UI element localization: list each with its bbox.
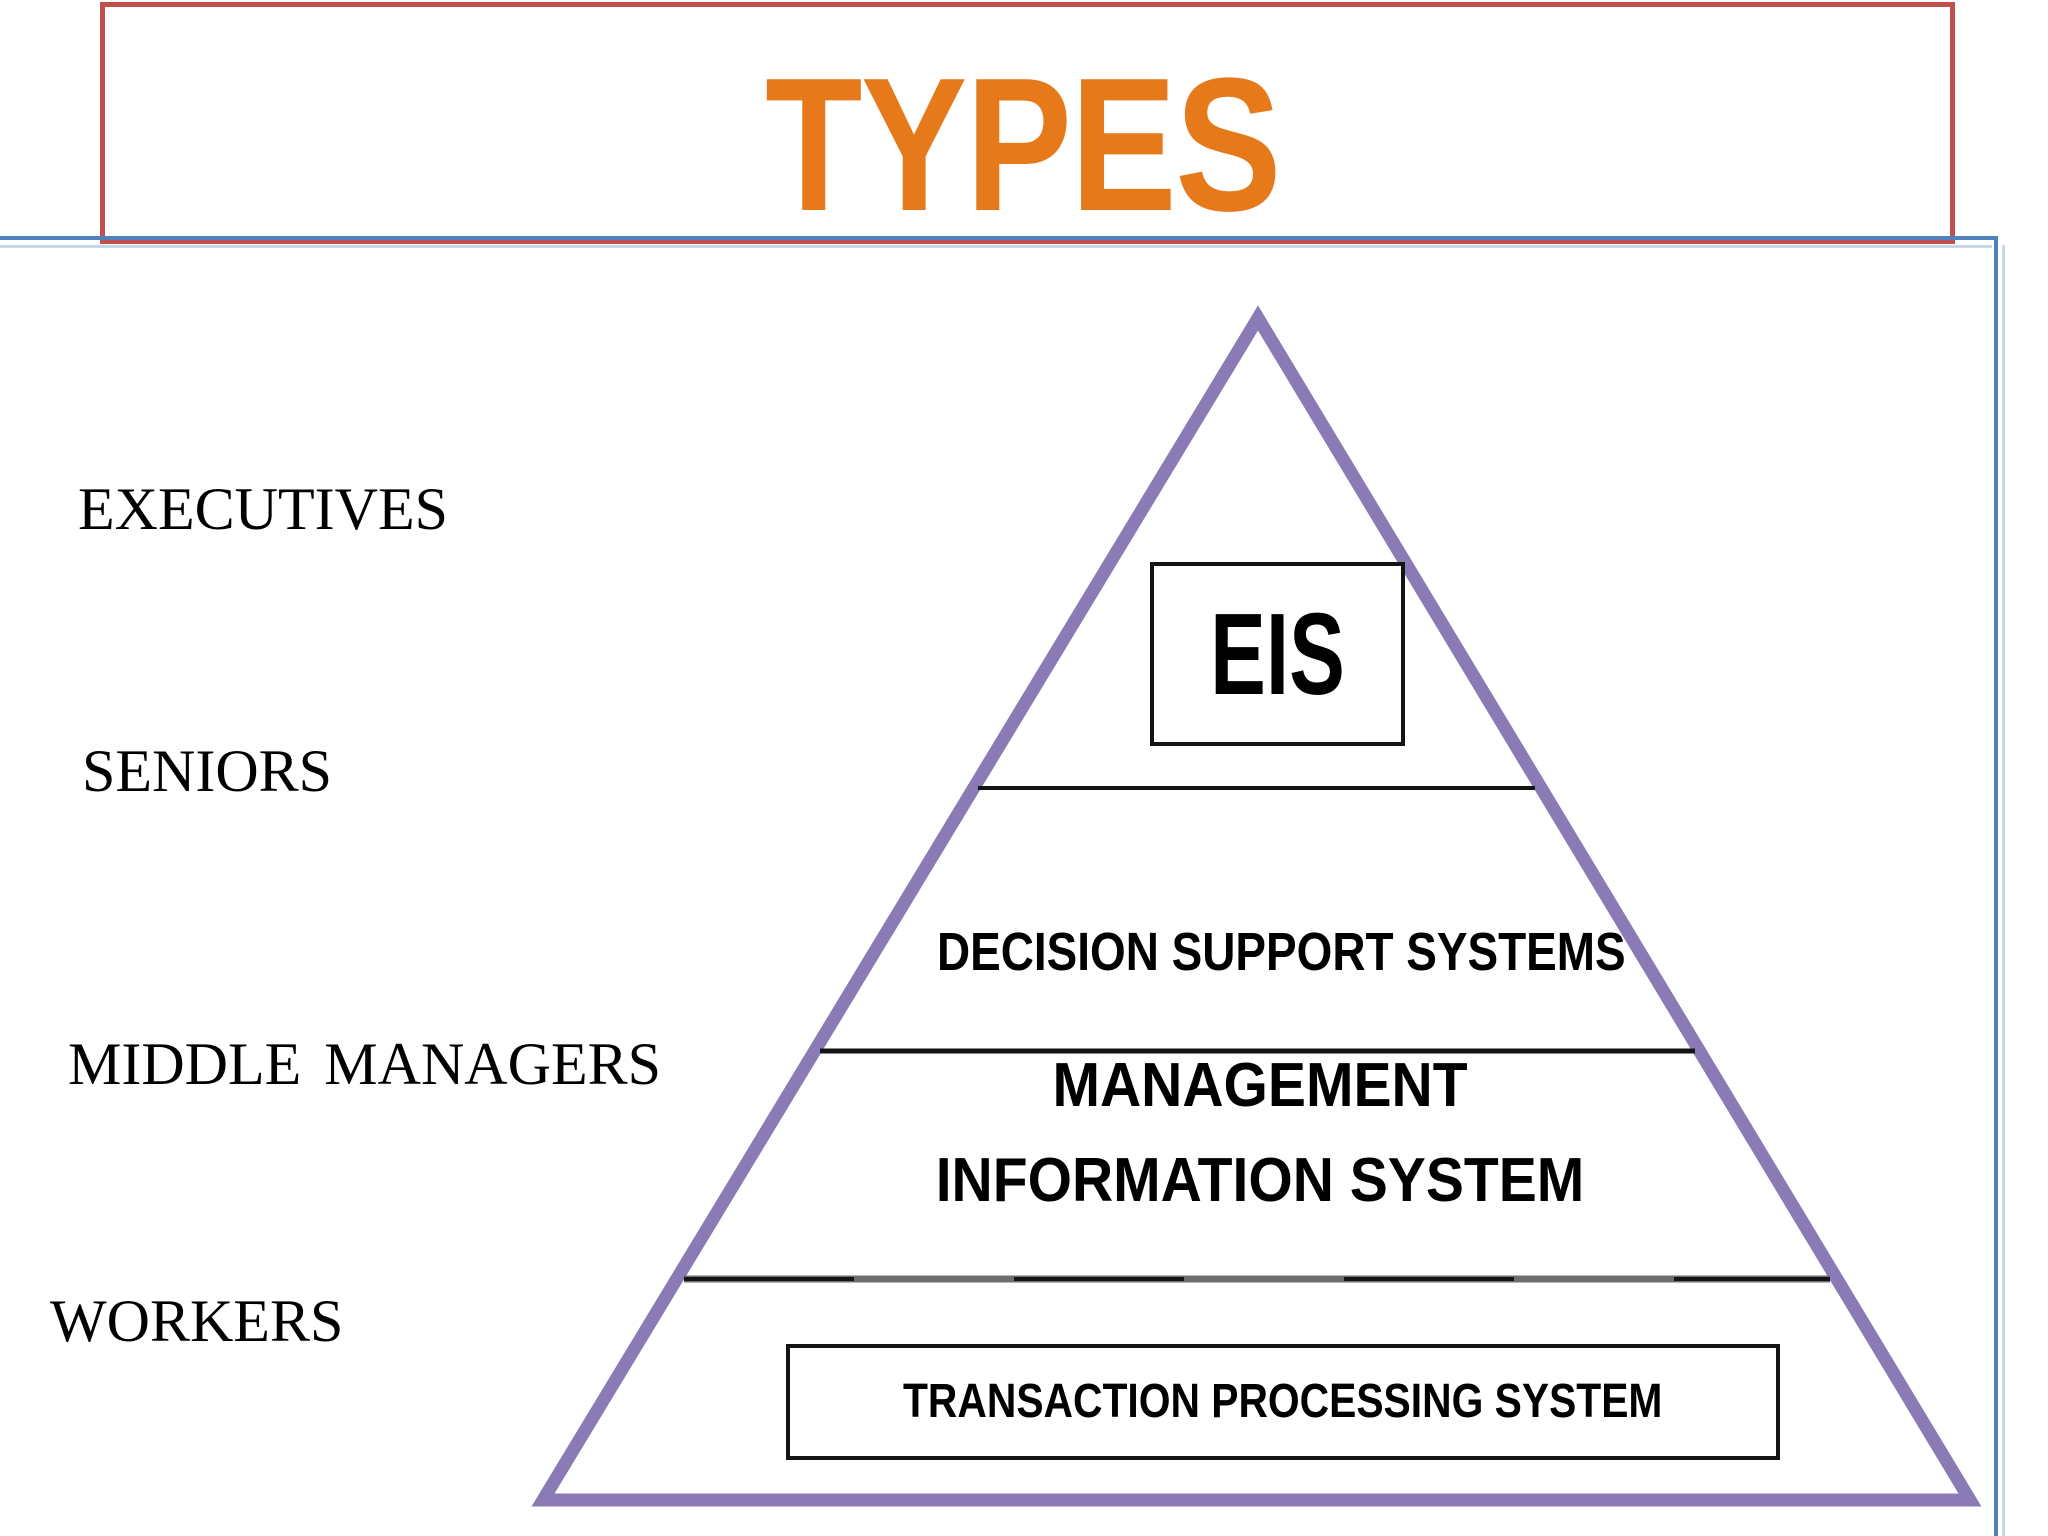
- hierarchy-label-workers: WORKERS: [50, 1288, 344, 1354]
- content-frame-shadow-right: [2002, 245, 2005, 1536]
- page-title: TYPES: [765, 39, 1282, 251]
- tps-box: TRANSACTION PROCESSING SYSTEM: [786, 1344, 1780, 1460]
- tps-label: TRANSACTION PROCESSING SYSTEM: [903, 1375, 1663, 1428]
- mis-label-line1: MANAGEMENT: [1052, 1051, 1468, 1120]
- content-frame: [0, 236, 1998, 1536]
- hierarchy-label-executives: EXECUTIVES: [78, 476, 448, 542]
- mis-label: MANAGEMENT INFORMATION SYSTEM: [910, 1038, 1609, 1228]
- eis-box: EIS: [1150, 562, 1405, 746]
- mis-label-line2: INFORMATION SYSTEM: [935, 1146, 1585, 1215]
- content-frame-shadow-top: [0, 245, 1992, 248]
- eis-label: EIS: [1210, 589, 1345, 719]
- pyramid-triangle: [531, 305, 1982, 1507]
- hierarchy-label-seniors: SENIORS: [82, 738, 333, 804]
- hierarchy-label-middle-managers: MIDDLE MANAGERS: [68, 1031, 661, 1097]
- dss-label: DECISION SUPPORT SYSTEMS: [937, 922, 1626, 982]
- title-border-box: [100, 2, 1955, 244]
